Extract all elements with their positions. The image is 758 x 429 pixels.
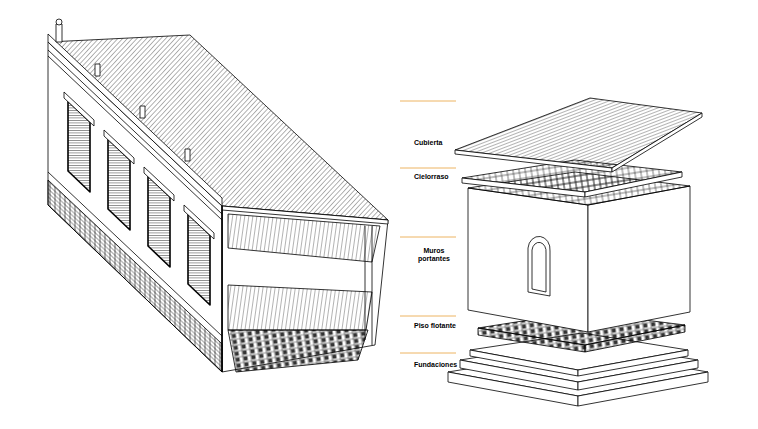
leader-lines — [400, 101, 456, 353]
part-label: Cielorraso — [414, 173, 449, 181]
part-label: Muros portantes — [412, 247, 456, 264]
part-label: Piso flotante — [414, 322, 456, 330]
part-label: Fundaciones — [414, 361, 457, 369]
part-label: Cubierta — [414, 139, 442, 147]
